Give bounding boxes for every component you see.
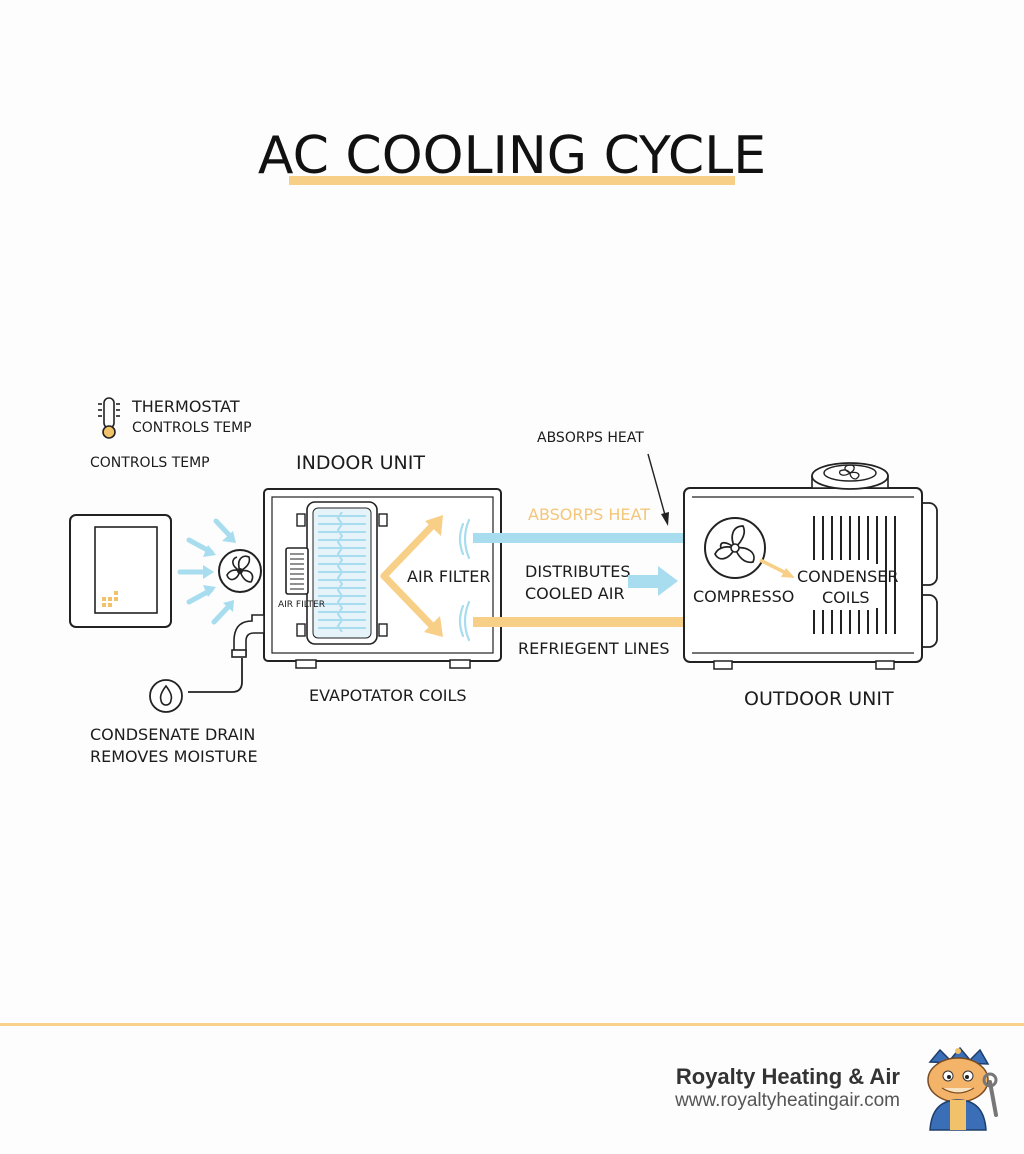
evaporator-coil xyxy=(296,501,388,645)
mascot-icon xyxy=(927,1046,998,1131)
compressor-label: COMPRESSOR xyxy=(693,587,805,606)
thermostat-panel xyxy=(69,514,172,628)
compressor-arrow xyxy=(781,568,795,578)
air-filter-icon xyxy=(285,547,309,595)
condenser-label: CONDENSER xyxy=(797,567,899,586)
absorbs-heat-label: ABSORPS HEAT xyxy=(537,430,644,446)
brand-url[interactable]: www.royaltyheatingair.com xyxy=(675,1090,900,1111)
refrigerant-label: REFRIEGENT LINES xyxy=(518,639,670,658)
air-filter-label: AIR FILTER xyxy=(407,567,491,586)
distributes-label: DISTRIBUTES xyxy=(525,562,631,581)
cool-air-arrow xyxy=(658,566,678,596)
drain-pipe xyxy=(231,614,265,658)
cold-line xyxy=(473,533,684,543)
page-title: AC COOLING CYCLE xyxy=(258,126,766,186)
thermostat-label: THERMOSTAT xyxy=(131,397,240,416)
warm-line xyxy=(473,617,684,627)
fan-icon xyxy=(218,549,262,593)
air-filter-small-label: AIR FILTER xyxy=(278,600,325,610)
absorbs-heat-colored-label: ABSORPS HEAT xyxy=(528,505,650,524)
condenser-caption: COILS xyxy=(822,588,870,607)
water-drop-icon xyxy=(149,679,183,713)
condenser-fan-icon xyxy=(811,462,889,490)
thermostat-caption: CONTROLS TEMP xyxy=(132,420,252,436)
evaporator-label: EVAPOTATOR COILS xyxy=(309,686,467,705)
distributes-caption: COOLED AIR xyxy=(525,584,625,603)
thermostat-side-caption: CONTROLS TEMP xyxy=(90,455,210,471)
indoor-unit-label: INDOOR UNIT xyxy=(296,452,425,474)
drain-label: CONDSENATE DRAIN xyxy=(90,725,255,744)
warm-air-arrows xyxy=(380,520,438,632)
drain-leader-line xyxy=(188,658,243,693)
footer-divider xyxy=(0,1023,1024,1026)
title-underline xyxy=(289,176,735,185)
brand-name: Royalty Heating & Air xyxy=(675,1064,900,1089)
drain-caption: REMOVES MOISTURE xyxy=(90,747,258,766)
airflow-waves xyxy=(458,518,471,642)
outdoor-unit-label: OUTDOOR UNIT xyxy=(744,688,894,710)
absorbs-heat-pointer xyxy=(647,453,666,516)
thermometer-icon xyxy=(98,397,120,439)
compressor-fan-icon xyxy=(704,517,766,579)
